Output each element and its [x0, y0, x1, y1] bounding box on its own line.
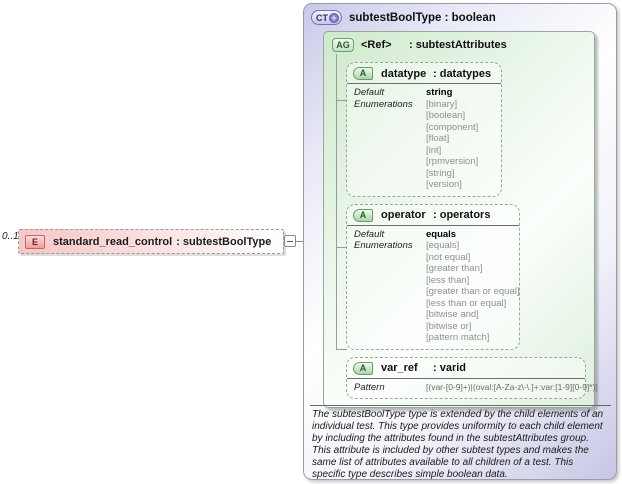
attribute-name: var_ref: [381, 362, 418, 374]
attribute-type: : datatypes: [433, 67, 492, 80]
complextype-icon-label: CT: [316, 12, 328, 23]
facet-values: string: [426, 87, 497, 99]
attribute-name: operator: [381, 209, 426, 221]
attribute-icon: A: [353, 361, 373, 375]
element-type: : subtestBoolType: [176, 235, 272, 248]
attributegroup-header: AG <Ref> : subtestAttributes: [324, 37, 594, 55]
attributegroup-type: : subtestAttributes: [409, 39, 507, 51]
facet-value: [binary]: [426, 98, 458, 110]
facet-label: Enumerations: [354, 240, 413, 251]
annotation-box: The subtestBoolType type is extended by …: [310, 405, 611, 481]
facet-row: Pattern [(var-[0-9]+)|(oval:[A-Za-z\-\.]+…: [354, 381, 598, 394]
facet-row: Default string: [354, 87, 497, 99]
facet-label: Enumerations: [354, 98, 413, 110]
facet-value: [bitwise or]: [426, 320, 472, 332]
complextype-header: CT+ subtestBoolType : boolean: [304, 4, 616, 29]
facet-row: Default equals: [354, 229, 515, 241]
facet-value: [component]: [426, 121, 479, 133]
facet-values: [binary][boolean][component][float][int]…: [426, 99, 497, 191]
tree-connector-stub: [336, 348, 347, 350]
facet-value: [float]: [426, 133, 450, 144]
facet-value: [greater than]: [426, 263, 483, 274]
facet-value: [string]: [426, 167, 455, 179]
facet-value: [less than or equal]: [426, 297, 507, 309]
complextype-icon: CT+: [311, 10, 342, 25]
facet-value: [less than]: [426, 274, 470, 286]
facet-label: Default: [354, 87, 385, 98]
expand-plus-icon[interactable]: +: [329, 12, 339, 23]
attribute-name: datatype: [381, 67, 427, 80]
facet-value: [int]: [426, 144, 442, 156]
facet-value: [greater than or equal]: [426, 286, 520, 297]
attributegroup-icon: AG: [332, 38, 354, 52]
tree-connector-stub: [336, 247, 347, 248]
collapse-handle-icon[interactable]: [284, 235, 296, 247]
facet-value: [boolean]: [426, 110, 466, 121]
element-label: standard_read_control: subtestBoolType: [53, 236, 271, 248]
complextype-title: subtestBoolType : boolean: [349, 11, 496, 24]
facet-values: [equals][not equal][greater than][less t…: [426, 240, 519, 344]
facet-label: Pattern: [354, 381, 385, 393]
element-box[interactable]: E standard_read_control: subtestBoolType: [18, 229, 284, 254]
facet-values: equals: [426, 229, 515, 241]
tree-connector-stub: [336, 99, 347, 101]
attribute-icon: A: [353, 67, 373, 80]
facet-value: [pattern match]: [426, 332, 490, 343]
facet-value: [equals]: [426, 240, 460, 251]
facet-value: [not equal]: [426, 251, 471, 263]
facet-label: Default: [354, 228, 385, 240]
attribute-type: : operators: [433, 209, 491, 221]
annotation-text: The subtestBoolType type is extended by …: [312, 409, 604, 480]
facet-value: [version]: [426, 179, 462, 190]
facet-value: equals: [426, 228, 457, 240]
facet-row: Enumerations [binary][boolean][component]…: [354, 99, 497, 191]
tree-connector-line: [336, 54, 337, 349]
facet-value: [bitwise and]: [426, 309, 479, 320]
attributegroup-name: <Ref>: [361, 39, 392, 51]
facet-table: Pattern [(var-[0-9]+)|(oval:[A-Za-z\-\.]+…: [347, 379, 598, 399]
facet-value: [rpmversion]: [426, 156, 479, 167]
facet-values: [(var-[0-9]+)|(oval:[A-Za-z\-\.]+:var:[1…: [426, 382, 598, 394]
element-name: standard_read_control: [53, 235, 173, 248]
facet-value: [(var-[0-9]+)|(oval:[A-Za-z\-\.]+:var:[1…: [426, 381, 598, 392]
attribute-type: : varid: [433, 362, 467, 374]
facet-value: string: [426, 87, 453, 98]
attribute-icon: A: [353, 208, 373, 222]
connector-line: [296, 241, 305, 242]
complextype-box[interactable]: CT+ subtestBoolType : boolean AG <Ref> :…: [303, 3, 617, 480]
facet-row: Enumerations[equals][not equal][greater …: [354, 240, 519, 344]
element-icon: E: [25, 234, 45, 249]
occurrence-label: 0..1: [2, 231, 19, 242]
